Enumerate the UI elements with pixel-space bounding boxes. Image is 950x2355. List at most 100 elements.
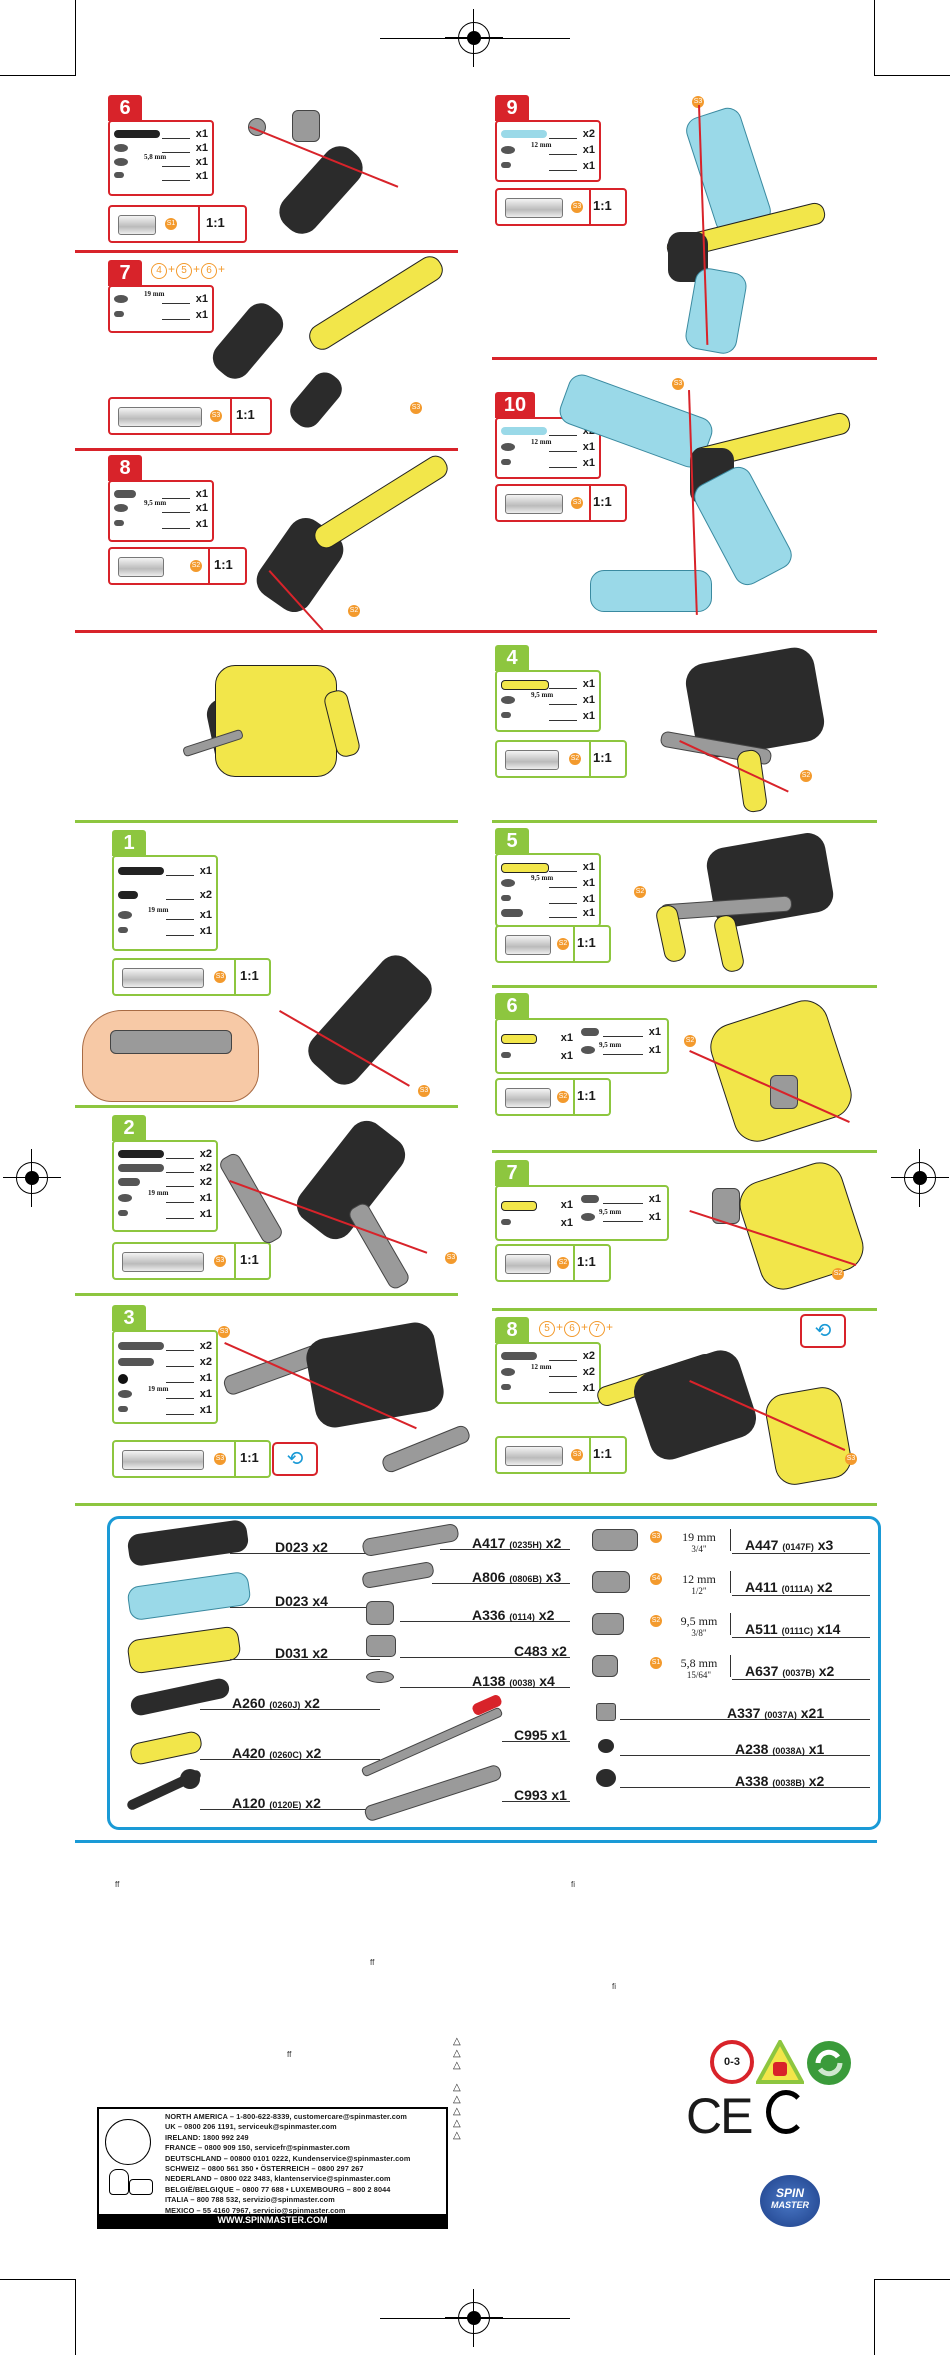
washer-part — [366, 1671, 394, 1683]
bolt-ratio-box: S2 1:1 — [495, 925, 611, 963]
step-number: 3 — [112, 1305, 146, 1331]
bolt-ratio-box: S3 1:1 — [112, 1242, 271, 1280]
warning-triangle-icon: △ — [453, 2094, 461, 2105]
part-row: x1 — [497, 861, 599, 875]
yellow-arm-drawing — [304, 251, 448, 355]
bolt-badge: S2 — [650, 1615, 662, 1627]
bracket-drawing — [292, 110, 320, 142]
gray-strip-drawing — [217, 1150, 285, 1247]
part-row: x1 — [114, 1372, 216, 1386]
step-number: 7 — [495, 1160, 529, 1186]
cyan-plate-drawing-2 — [689, 462, 797, 590]
customer-service-box: NORTH AMERICA – 1-800-622-8339, customer… — [97, 2107, 448, 2229]
ratio-label: 1:1 — [577, 1088, 596, 1103]
ratio-label: 1:1 — [206, 215, 225, 230]
part-row: x1 — [110, 488, 212, 502]
sequence-refs: 4+5+6+ — [150, 262, 225, 279]
part-row: x2 — [114, 889, 216, 903]
step-number: 9 — [495, 95, 529, 121]
step-number: 10 — [495, 392, 535, 418]
part-row: x1 — [110, 142, 212, 156]
contact-line: SCHWEIZ – 0800 561 350 • ÖSTERREICH – 08… — [165, 2164, 364, 2174]
part-row: x1 — [110, 518, 212, 532]
crop-mark-br — [874, 2279, 950, 2355]
ratio-label: 1:1 — [240, 1450, 259, 1465]
part-label: A336 (0114) x2 — [472, 1607, 555, 1623]
bolt-badge-drawing: S2 — [634, 886, 646, 898]
bolt-badge-drawing: S3 — [845, 1453, 857, 1465]
ce-mark-icon: CE — [686, 2088, 753, 2144]
stray-glyph: ff — [115, 1880, 120, 1889]
sequence-refs: 5+6+7+ — [538, 1320, 613, 1337]
bolt-badge: S3 — [214, 1453, 226, 1465]
contact-line: NORTH AMERICA – 1-800-622-8339, customer… — [165, 2112, 408, 2121]
warning-triangle-icon: △ — [453, 2130, 461, 2141]
step-number: 2 — [112, 1115, 146, 1141]
bolt-ratio-box: S3 1:1 — [495, 188, 627, 226]
contact-line: IRELAND: 1800 992 249 — [165, 2132, 249, 2142]
divider-green-r3 — [492, 1150, 877, 1153]
divider-red-r1 — [492, 357, 877, 360]
step-number: 6 — [108, 95, 142, 121]
warning-triangle-icon: △ — [453, 2048, 461, 2059]
contact-line: UK – 0800 206 1191, serviceuk@spinmaster… — [165, 2122, 337, 2132]
step-number: 1 — [112, 830, 146, 856]
part-label: C483 x2 — [514, 1643, 567, 1659]
yellow-plate-drawing — [733, 1156, 870, 1296]
part-row: x1 — [114, 1404, 216, 1418]
bolt-ratio-box: S3 1:1 — [495, 1436, 627, 1474]
contact-line: NEDERLAND – 0800 022 3483, klantenservic… — [165, 2174, 391, 2184]
warning-triangle-icon: △ — [453, 2036, 461, 2047]
part-row: x1 — [497, 160, 599, 174]
square-nut-part — [596, 1703, 616, 1721]
bolt-badge-drawing: S3 — [692, 96, 704, 108]
bolt-icon — [505, 935, 551, 955]
part-label: A337 (0037A) x21 — [727, 1705, 825, 1721]
part-row: x1 — [577, 1026, 665, 1040]
gray-strip-drawing-2 — [346, 1200, 412, 1292]
part-row: x2 — [114, 1176, 216, 1190]
part-row: x1 — [497, 457, 599, 471]
bolt-badge-drawing: S2 — [800, 770, 812, 782]
ratio-label: 1:1 — [593, 1446, 612, 1461]
yellow-strip-part — [128, 1729, 204, 1767]
website-bar: WWW.SPINMASTER.COM — [99, 2214, 446, 2227]
bolt-badge: S3 — [214, 971, 226, 983]
bolt-icon — [122, 968, 204, 988]
stray-glyph: ff — [287, 2050, 292, 2059]
divider-red-full — [75, 630, 877, 633]
black-cap-nut-part — [596, 1769, 616, 1787]
crop-mark-bl — [0, 2279, 76, 2355]
bolt-ratio-box: S2 1:1 — [495, 1244, 611, 1282]
black-strip-part — [129, 1676, 231, 1718]
spin-master-logo: SPIN MASTER — [760, 2175, 820, 2227]
part-row: x1 — [114, 865, 216, 879]
bolt-in-hand — [110, 1030, 232, 1054]
bolt-icon — [505, 198, 563, 218]
bolt-badge-drawing: S3 — [218, 1326, 230, 1338]
part-label: A637 (0037B) x2 — [745, 1663, 835, 1679]
stray-glyph: fi — [612, 1982, 616, 1991]
ratio-label: 1:1 — [593, 198, 612, 213]
bolt-ratio-box: S3 1:1 — [108, 397, 272, 435]
contact-lines: NORTH AMERICA – 1-800-622-8339, customer… — [165, 2112, 410, 2216]
crop-mark-tr — [874, 0, 950, 76]
part-label: D023 x2 — [275, 1539, 328, 1555]
part-row: x1 — [497, 907, 599, 921]
part-label: A806 (0806B) x3 — [472, 1569, 562, 1585]
bolt-icon — [505, 1254, 551, 1274]
ratio-label: 1:1 — [240, 1252, 259, 1267]
ratio-label: 1:1 — [214, 557, 233, 572]
warning-triangle-icon: △ — [453, 2106, 461, 2117]
bolt-badge: S2 — [557, 1257, 569, 1269]
gray-strip-drawing-2 — [379, 1423, 473, 1475]
divider-red-l1 — [75, 250, 458, 253]
